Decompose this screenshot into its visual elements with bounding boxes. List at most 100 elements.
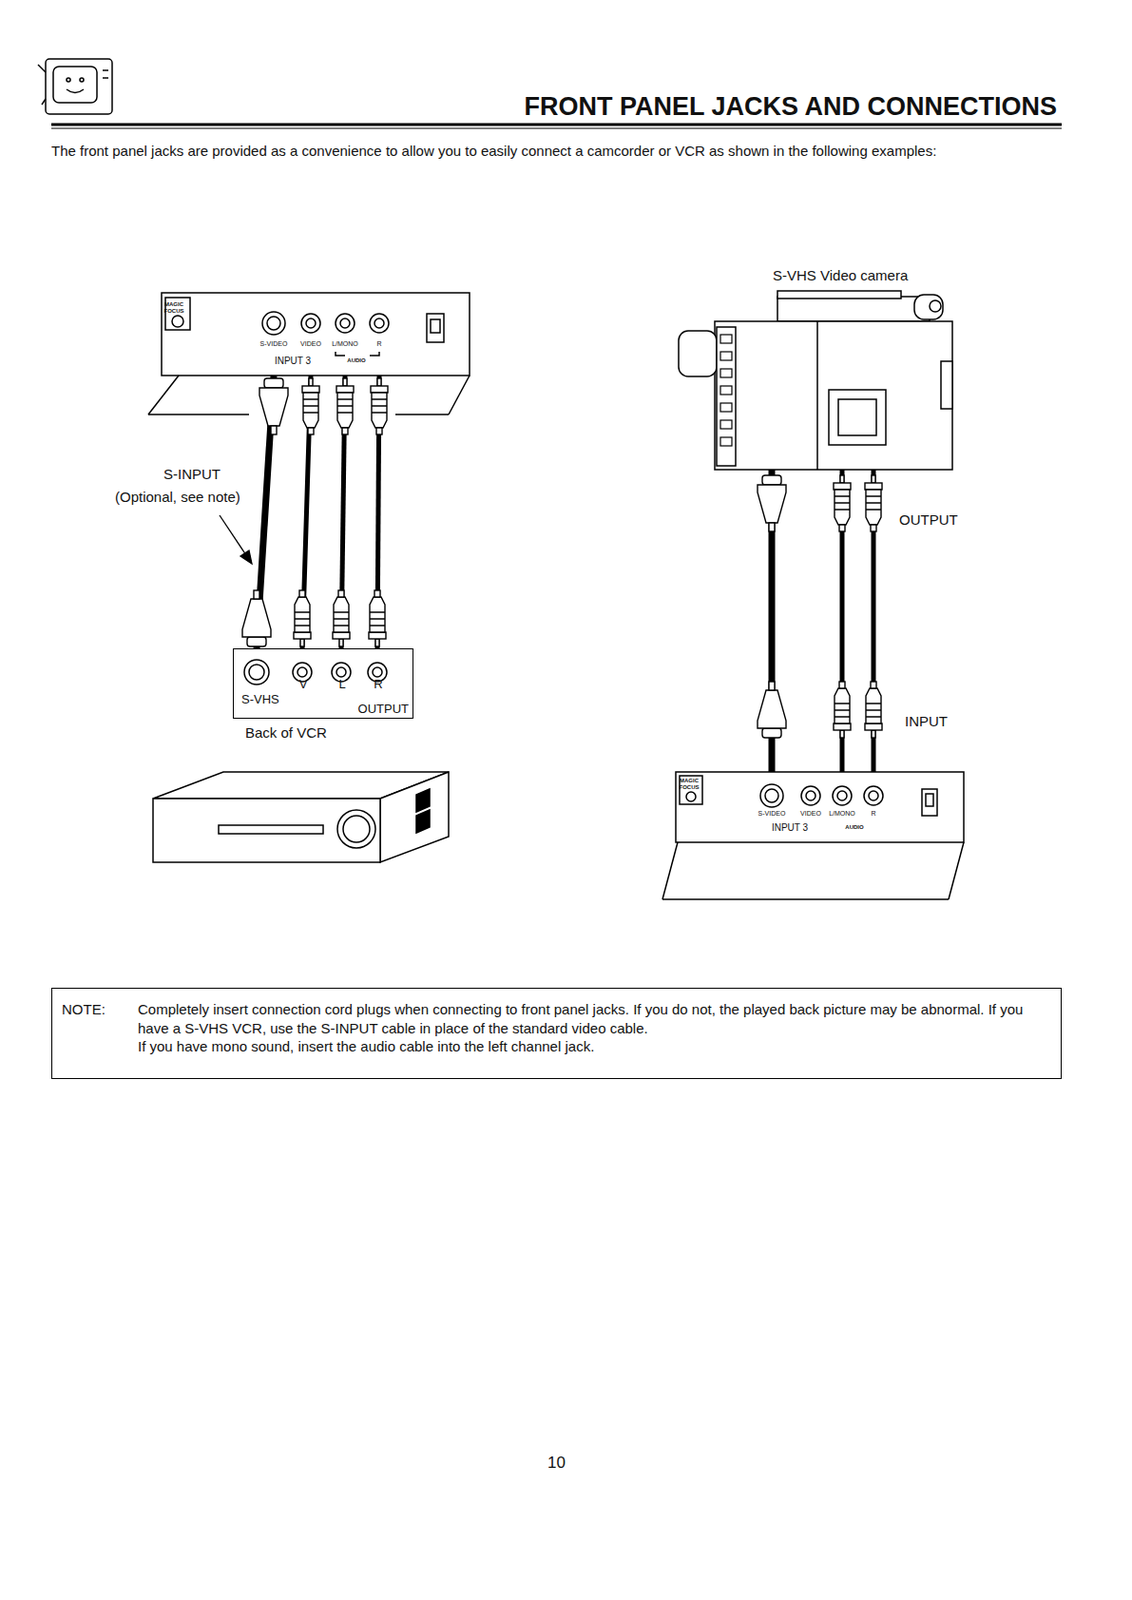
- plug-body: [242, 598, 271, 637]
- plug-ridges: [294, 612, 310, 626]
- plug-ridges: [834, 703, 850, 717]
- plug-ridges: [333, 612, 349, 626]
- jack-label: L: [338, 677, 346, 691]
- jack-label: L/MONO: [331, 340, 359, 348]
- jack-label: S-VHS: [241, 692, 280, 707]
- tv-front-panel: MAGIC FOCUSS-VIDEOVIDEOL/MONORINPUT 3AUD…: [161, 292, 470, 376]
- plug-grip: [834, 688, 850, 724]
- jack-label: S-VIDEO: [260, 340, 288, 348]
- plug-body: [259, 387, 288, 426]
- plug-grip: [865, 688, 882, 724]
- plug-body: [757, 690, 787, 729]
- plug-tip: [300, 638, 305, 647]
- jack-label: MAGIC FOCUS: [678, 777, 700, 790]
- rca-plug: [336, 378, 354, 435]
- camcorder: S-VHS Video camera: [678, 290, 955, 470]
- plug-ridges: [865, 496, 882, 510]
- rca-plug: [293, 590, 311, 647]
- note-text: Completely insert connection cord plugs …: [137, 999, 1046, 1037]
- intro-text: The front panel jacks are provided as a …: [51, 142, 1062, 161]
- jack-label: AUDIO: [844, 824, 865, 831]
- jack-label: VIDEO: [300, 340, 322, 348]
- plug-grip: [369, 596, 385, 633]
- s-plug: [757, 681, 787, 738]
- plug-ridges: [303, 399, 319, 413]
- plug-body: [757, 484, 787, 523]
- jack-label: V: [299, 677, 308, 691]
- camera-button: [720, 402, 732, 412]
- rca-plug: [370, 378, 388, 435]
- tv-bezel: [662, 771, 964, 900]
- plug-tip: [343, 378, 347, 386]
- rca-plug: [833, 475, 851, 532]
- plug-tail: [299, 590, 306, 597]
- jack-label: AUDIO: [345, 357, 367, 365]
- plug-collar: [370, 385, 388, 393]
- jack-label: VIDEO: [800, 809, 822, 818]
- plug-tail: [253, 590, 260, 599]
- plug-grip: [294, 596, 310, 633]
- plug-tip: [840, 475, 845, 483]
- note-box: NOTE: Completely insert connection cord p…: [51, 987, 1062, 1079]
- plug-collar: [302, 385, 320, 393]
- plug-tip: [308, 378, 313, 386]
- camera-button: [720, 420, 732, 429]
- jack-label: INPUT 3: [274, 355, 311, 366]
- camera-button: [720, 385, 732, 395]
- caption-heading: Back of VCR: [245, 725, 327, 742]
- rca-plug: [332, 590, 350, 647]
- vcr-jacks: [244, 659, 387, 685]
- plug-grip: [865, 489, 882, 525]
- plug-tail: [839, 681, 845, 689]
- plug-tail: [870, 681, 877, 689]
- plug-grip: [371, 392, 387, 428]
- plug-tail: [374, 590, 381, 597]
- camcorder-drawing: [678, 290, 953, 470]
- caption-heading: S-VHS Video camera: [772, 268, 908, 285]
- plug-tip: [871, 475, 876, 483]
- jack-label: R: [870, 809, 876, 818]
- leader-arrow: [219, 515, 252, 564]
- vcr-drawing: [153, 771, 449, 863]
- plug-tail: [307, 427, 314, 435]
- plug-tail: [342, 427, 348, 435]
- jack-label: INPUT 3: [771, 822, 808, 833]
- camera-button: [720, 334, 732, 344]
- plug-ridges: [369, 612, 385, 626]
- plug-tip: [377, 378, 382, 386]
- camcorder-buttons: [720, 334, 732, 446]
- header-rule: [51, 123, 1062, 127]
- camera-button: [720, 368, 732, 378]
- plug-ridges: [337, 399, 353, 413]
- jack-label: R: [373, 677, 383, 691]
- page-title: FRONT PANEL JACKS AND CONNECTIONS: [523, 91, 1057, 124]
- plug-tail: [270, 425, 277, 435]
- jack-label: S-VIDEO: [758, 809, 787, 818]
- plug-tip: [840, 729, 845, 738]
- plug-collar: [368, 632, 386, 639]
- rca-plug: [368, 590, 386, 647]
- plug-grip: [337, 392, 353, 428]
- tv-front-panel: MAGIC FOCUSS-VIDEOVIDEOL/MONORINPUT 3AUD…: [675, 771, 964, 843]
- plug-collar: [833, 723, 851, 730]
- plug-collar: [336, 385, 354, 393]
- plug-tip: [247, 636, 267, 647]
- plug-tail: [338, 590, 345, 597]
- jack-label: R: [376, 340, 382, 348]
- page-number: 10: [547, 1452, 566, 1473]
- note-text: If you have mono sound, insert the audio…: [137, 1036, 1046, 1056]
- callout-label: INPUT: [904, 712, 948, 731]
- rca-plug: [302, 378, 320, 435]
- callout-label: S-INPUT: [163, 465, 221, 484]
- note-heading: NOTE:: [61, 999, 106, 1019]
- rca-plug: [864, 475, 883, 532]
- tv-icon: [38, 58, 113, 115]
- plug-tail: [839, 524, 845, 532]
- plug-tip: [762, 475, 782, 485]
- plug-tip: [264, 378, 284, 388]
- vcr-output-panel: S-VHSVLROUTPUTBack of VCR: [232, 648, 414, 719]
- plug-tail: [376, 427, 383, 435]
- plug-ridges: [371, 399, 387, 413]
- plug-layer: [242, 378, 883, 738]
